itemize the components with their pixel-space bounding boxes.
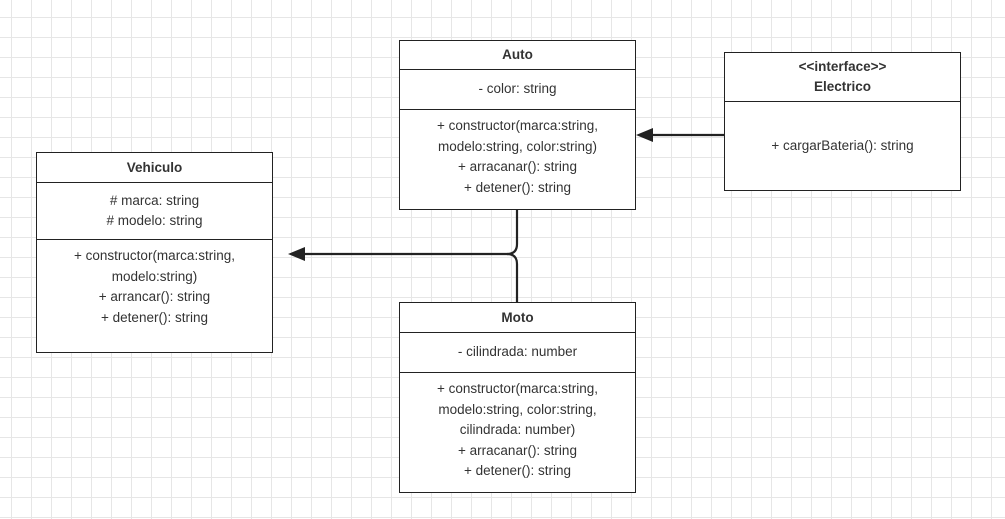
- method: cilindrada: number): [459, 422, 576, 437]
- attribute: # modelo: string: [106, 213, 203, 228]
- class-auto-attributes: - color: string: [400, 70, 635, 110]
- class-auto-name: Auto: [502, 47, 533, 62]
- class-auto-header: Auto: [400, 41, 635, 70]
- method: + detener(): string: [101, 309, 208, 325]
- class-moto-header: Moto: [400, 303, 635, 333]
- method: + detener(): string: [464, 463, 571, 478]
- method: + arrancar(): string: [98, 289, 211, 304]
- class-vehiculo-header: Vehiculo: [37, 153, 272, 183]
- class-vehiculo-name: Vehiculo: [126, 159, 183, 175]
- attribute: - cilindrada: number: [457, 344, 578, 360]
- attribute: # marca: string: [109, 192, 200, 208]
- method: modelo:string, color:string): [437, 138, 598, 154]
- interface-electrico-header: <<interface>> Electrico: [725, 53, 960, 102]
- class-vehiculo[interactable]: Vehiculo # marca: string # modelo: strin…: [36, 152, 273, 353]
- method: + arracanar(): string: [458, 442, 577, 458]
- method: + constructor(marca:string,: [74, 248, 235, 263]
- interface-electrico-name: Electrico: [813, 79, 872, 94]
- class-moto-methods: + constructor(marca:string, modelo:strin…: [400, 373, 635, 492]
- moto-to-vehiculo-connector[interactable]: [506, 252, 519, 302]
- auto-arrowhead: [636, 128, 653, 142]
- method: modelo:string): [111, 268, 198, 284]
- attribute: - color: string: [478, 81, 557, 97]
- interface-electrico-methods: + cargarBateria(): string: [725, 102, 960, 190]
- class-auto[interactable]: Auto - color: string + constructor(marca…: [399, 40, 636, 210]
- class-moto-name: Moto: [501, 309, 534, 325]
- method: + constructor(marca:string,: [437, 118, 598, 133]
- class-moto[interactable]: Moto - cilindrada: number + constructor(…: [399, 302, 636, 493]
- method: modelo:string, color:string,: [438, 401, 597, 417]
- method: + constructor(marca:string,: [437, 381, 598, 396]
- method: + detener(): string: [464, 179, 571, 195]
- interface-stereotype: <<interface>>: [798, 59, 887, 74]
- vehiculo-arrowhead: [288, 247, 305, 261]
- class-vehiculo-attributes: # marca: string # modelo: string: [37, 183, 272, 240]
- class-vehiculo-methods: + constructor(marca:string, modelo:strin…: [37, 240, 272, 352]
- method: + cargarBateria(): string: [771, 137, 914, 153]
- auto-to-vehiculo-connector[interactable]: [300, 210, 519, 256]
- class-moto-attributes: - cilindrada: number: [400, 333, 635, 373]
- method: + arracanar(): string: [458, 159, 577, 174]
- class-auto-methods: + constructor(marca:string, modelo:strin…: [400, 110, 635, 209]
- interface-electrico[interactable]: <<interface>> Electrico + cargarBateria(…: [724, 52, 961, 191]
